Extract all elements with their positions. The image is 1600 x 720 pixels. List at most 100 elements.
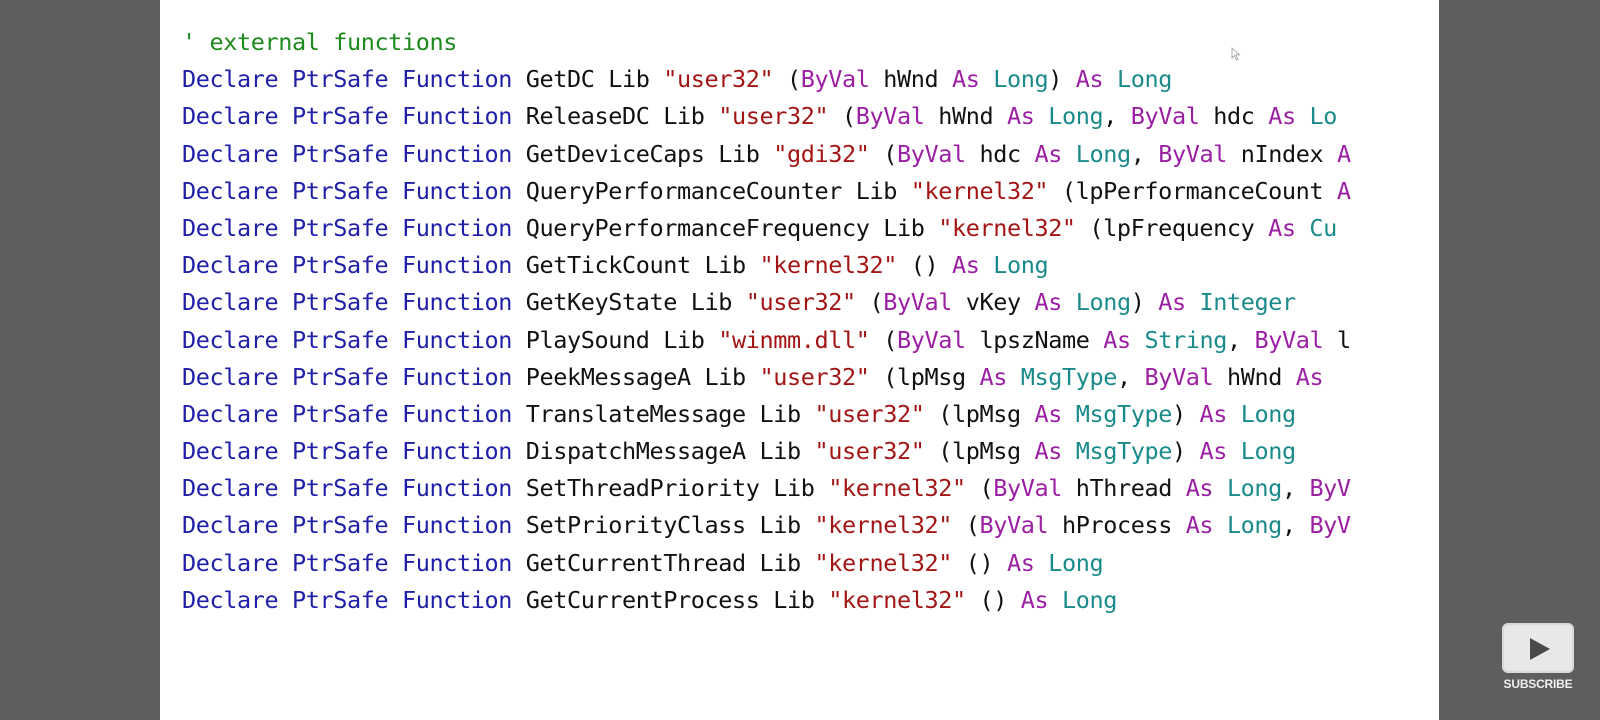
string-token: "user32": [663, 65, 774, 94]
text-token: [278, 65, 292, 93]
text-token: [1296, 102, 1310, 130]
code-line[interactable]: Declare PtrSafe Function QueryPerformanc…: [182, 210, 1422, 247]
text-token: [1131, 326, 1145, 354]
code-line[interactable]: Declare PtrSafe Function SetPriorityClas…: [182, 507, 1422, 544]
code-line[interactable]: Declare PtrSafe Function GetTickCount Li…: [182, 247, 1422, 284]
text-token: [388, 214, 402, 242]
keyword-token: Declare: [182, 511, 279, 540]
keyword-token: PtrSafe: [292, 548, 389, 577]
keyword-token: Function: [402, 474, 512, 503]
text-token: [388, 511, 402, 539]
code-line[interactable]: Declare PtrSafe Function ReleaseDC Lib "…: [182, 98, 1422, 135]
code-comment-line[interactable]: ' external functions: [182, 24, 1422, 61]
text-token: [278, 140, 292, 168]
text-token: [1062, 140, 1076, 168]
text-token: [388, 177, 402, 205]
text-token: [278, 511, 292, 539]
text-token: [278, 549, 292, 577]
text-token: [979, 65, 993, 93]
subscribe-button[interactable]: SUBSCRIBE: [1500, 623, 1576, 699]
text-token: [388, 102, 402, 130]
text-token: (lpMsg: [924, 399, 1035, 428]
text-token: TranslateMessage Lib: [512, 399, 815, 428]
keyword-token: PtrSafe: [292, 511, 389, 540]
keyword-token: Function: [402, 213, 512, 242]
keyword-token: PtrSafe: [292, 399, 389, 428]
text-token: [278, 326, 292, 354]
keyword-token: Declare: [182, 288, 279, 317]
text-token: [278, 474, 292, 502]
text-token: lpszName: [965, 325, 1104, 354]
keyword-token: PtrSafe: [292, 288, 389, 317]
string-token: "user32": [759, 362, 870, 391]
type-token: Long: [1240, 437, 1296, 466]
type-token: Long: [993, 251, 1049, 280]
type-token: Integer: [1199, 288, 1296, 317]
text-token: [388, 326, 402, 354]
modifier-token: ByVal: [993, 474, 1062, 503]
text-token: (lpFrequency: [1075, 213, 1269, 242]
code-line[interactable]: Declare PtrSafe Function DispatchMessage…: [182, 433, 1422, 470]
keyword-token: Declare: [182, 251, 279, 280]
text-token: nIndex: [1226, 139, 1337, 168]
modifier-token: ByVal: [1130, 102, 1200, 131]
keyword-token: Function: [402, 399, 512, 428]
code-line[interactable]: Declare PtrSafe Function GetKeyState Lib…: [182, 284, 1422, 321]
text-token: [388, 140, 402, 168]
modifier-token: A: [1336, 139, 1351, 168]
code-line[interactable]: Declare PtrSafe Function PeekMessageA Li…: [182, 359, 1422, 396]
text-token: hWnd: [1213, 362, 1296, 391]
type-token: Long: [1075, 288, 1131, 317]
keyword-token: Declare: [182, 102, 279, 131]
code-line[interactable]: Declare PtrSafe Function QueryPerformanc…: [182, 173, 1422, 210]
modifier-token: ByVal: [1158, 139, 1227, 168]
comment-token: ' external functions: [182, 28, 457, 56]
text-token: DispatchMessageA Lib: [512, 437, 815, 466]
text-token: [278, 437, 292, 465]
code-line[interactable]: Declare PtrSafe Function SetThreadPriori…: [182, 470, 1422, 507]
keyword-token: PtrSafe: [292, 65, 389, 94]
text-token: ): [1048, 65, 1076, 94]
modifier-token: As: [1034, 139, 1062, 168]
modifier-token: ByVal: [855, 102, 925, 131]
type-token: Lo: [1309, 102, 1337, 131]
keyword-token: Declare: [182, 548, 279, 577]
modifier-token: As: [951, 251, 980, 280]
keyword-token: Function: [402, 65, 512, 94]
text-token: ReleaseDC Lib: [512, 102, 719, 131]
text-token: (: [828, 102, 856, 131]
keyword-token: Declare: [182, 437, 279, 466]
keyword-token: PtrSafe: [292, 585, 389, 614]
type-token: Long: [1048, 548, 1104, 577]
code-line[interactable]: Declare PtrSafe Function TranslateMessag…: [182, 396, 1422, 433]
text-token: GetDC Lib: [512, 65, 664, 94]
code-line[interactable]: Declare PtrSafe Function GetCurrentThrea…: [182, 545, 1422, 582]
text-token: [1186, 288, 1200, 316]
text-token: [1213, 511, 1227, 539]
text-token: ): [1171, 437, 1200, 466]
text-token: [1103, 65, 1117, 93]
code-line[interactable]: Declare PtrSafe Function PlaySound Lib "…: [182, 322, 1422, 359]
code-line[interactable]: Declare PtrSafe Function GetDeviceCaps L…: [182, 136, 1422, 173]
string-token: "kernel32": [828, 474, 966, 503]
code-line[interactable]: Declare PtrSafe Function GetDC Lib "user…: [182, 61, 1422, 98]
subscribe-label: SUBSCRIBE: [1503, 677, 1573, 691]
keyword-token: Function: [402, 288, 512, 317]
text-token: hdc: [965, 139, 1035, 168]
keyword-token: Declare: [182, 399, 279, 428]
keyword-token: Function: [402, 362, 512, 391]
string-token: "user32": [814, 399, 925, 428]
text-token: ,: [1116, 362, 1145, 391]
text-token: [1296, 214, 1310, 242]
keyword-token: Declare: [182, 362, 279, 391]
type-token: String: [1144, 325, 1227, 354]
text-token: [1034, 102, 1048, 130]
type-token: MsgType: [1075, 399, 1173, 428]
text-token: GetCurrentThread Lib: [512, 548, 815, 577]
string-token: "kernel32": [814, 548, 952, 577]
code-line[interactable]: Declare PtrSafe Function GetCurrentProce…: [182, 582, 1422, 619]
modifier-token: As: [979, 362, 1007, 391]
text-token: QueryPerformanceCounter Lib: [512, 176, 911, 205]
